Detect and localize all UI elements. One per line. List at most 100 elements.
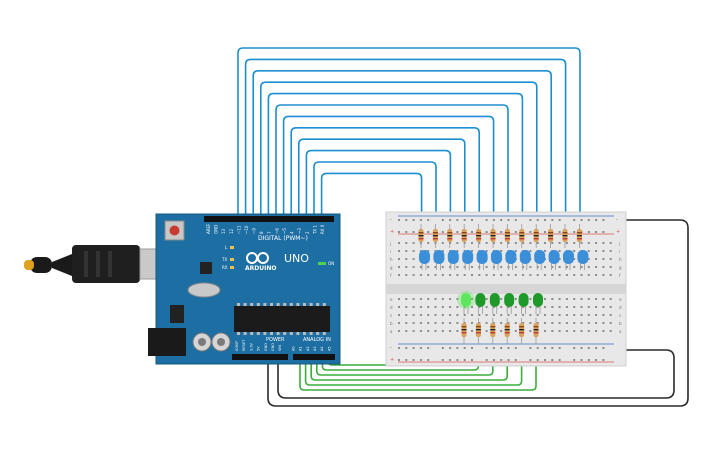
reset-button-cap[interactable] [169, 225, 180, 236]
power-pin-label: VIN [278, 345, 282, 351]
atmega-chip [234, 306, 330, 332]
on-label: ON [328, 261, 334, 266]
digital-pin-label: 12 [229, 228, 234, 234]
digital-pin-label: 4 [290, 231, 295, 234]
on-led [318, 262, 326, 265]
digital-wire[interactable] [252, 70, 552, 234]
rx-led [230, 266, 234, 269]
green-led[interactable] [504, 293, 515, 307]
rail-plus-top-right: + [616, 229, 620, 235]
row-label-right: j [618, 241, 620, 246]
digital-pin-label: 8 [259, 231, 264, 234]
power-pin-label: IOREF [235, 341, 239, 351]
blue-led[interactable] [491, 250, 502, 264]
rx-label: RX [222, 265, 228, 270]
power-pin-label: A0 [291, 346, 295, 351]
power-pin-label: A4 [320, 346, 324, 351]
row-label-left: j [389, 241, 391, 246]
digital-wire[interactable] [275, 104, 509, 234]
ground-wire-top[interactable] [267, 219, 689, 407]
digital-wire[interactable] [237, 47, 581, 234]
power-pin-label: RESET [242, 339, 246, 351]
rail-plus-bottom: + [390, 357, 394, 363]
analog-label: ANALOG IN [303, 337, 331, 343]
digital-wire[interactable] [313, 161, 437, 234]
tx-label: TX [221, 257, 227, 262]
blue-led[interactable] [419, 250, 430, 264]
arduino-brand: ARDUINO [245, 265, 276, 272]
digital-header[interactable] [204, 216, 334, 222]
digital-pin-label: 7 [267, 231, 272, 234]
blue-led[interactable] [534, 250, 546, 264]
row-label-left: a [390, 329, 393, 334]
rail-plus-top: + [390, 229, 394, 235]
green-leds[interactable] [457, 291, 543, 314]
blue-led[interactable] [577, 250, 589, 264]
top-resistors[interactable] [418, 224, 582, 248]
blue-led[interactable] [505, 250, 517, 264]
blue-led[interactable] [548, 250, 560, 264]
row-label-right: d [619, 305, 622, 310]
digital-pin-label: AREF [206, 223, 211, 234]
row-label-left: i [390, 249, 391, 254]
power-pin-label: A2 [306, 346, 310, 351]
digital-wire[interactable] [298, 138, 466, 234]
analog-wire[interactable] [316, 344, 494, 376]
power-pin-label: 5V [257, 346, 261, 351]
row-label-right: f [619, 273, 621, 278]
digital-wire[interactable] [320, 172, 423, 234]
digital-pin-label: RX 0 [320, 224, 325, 234]
row-label-left: h [390, 257, 393, 262]
blue-leds[interactable] [419, 250, 589, 270]
green-led[interactable] [518, 293, 529, 307]
blue-led[interactable] [563, 250, 574, 264]
row-label-left: d [390, 305, 393, 310]
digital-wire[interactable] [282, 115, 495, 234]
digital-wires[interactable] [237, 47, 581, 234]
analog-wire[interactable] [304, 344, 523, 386]
blue-led[interactable] [519, 250, 531, 264]
digital-wire[interactable] [290, 127, 480, 234]
crystal [187, 282, 221, 298]
digital-wire[interactable] [267, 92, 524, 234]
analog-wire[interactable] [310, 344, 508, 381]
row-label-right: e [619, 297, 622, 302]
ground-wires[interactable] [267, 219, 689, 407]
blue-led[interactable] [433, 250, 445, 264]
digital-pin-label: 2 [305, 231, 310, 234]
green-led[interactable] [475, 293, 486, 307]
analog-header[interactable] [293, 354, 335, 360]
row-label-left: e [390, 297, 393, 302]
usb-chip [200, 262, 212, 274]
green-led[interactable] [489, 293, 500, 307]
row-label-left: g [390, 265, 393, 270]
digital-wire[interactable] [305, 149, 452, 234]
breadboard-center-channel [386, 284, 626, 294]
digital-pin-label: ~9 [252, 228, 257, 234]
ground-wire-bottom[interactable] [277, 349, 675, 399]
power-pin-label: A5 [327, 346, 331, 351]
blue-led[interactable] [476, 250, 488, 264]
arduino-logo [246, 252, 269, 264]
power-header[interactable] [232, 354, 288, 360]
digital-pin-label: ~11 [236, 225, 241, 234]
l-label: L [225, 245, 228, 250]
usb-cable[interactable] [24, 245, 169, 283]
green-led-on[interactable] [461, 293, 471, 307]
analog-wire[interactable] [321, 344, 480, 371]
bottom-resistors[interactable] [461, 318, 539, 344]
digital-wire[interactable] [244, 58, 567, 234]
blue-led[interactable] [447, 250, 459, 264]
rail-minus-top: - [390, 217, 392, 223]
l-led [230, 246, 234, 249]
analog-wire[interactable] [299, 344, 537, 391]
arduino-model: UNO [284, 252, 309, 265]
blue-led[interactable] [462, 250, 474, 264]
row-label-right: i [619, 249, 620, 254]
power-jack[interactable] [148, 328, 186, 356]
digital-pin-label: 13 [221, 228, 226, 234]
digital-wire[interactable] [260, 81, 538, 234]
green-led[interactable] [533, 293, 543, 307]
